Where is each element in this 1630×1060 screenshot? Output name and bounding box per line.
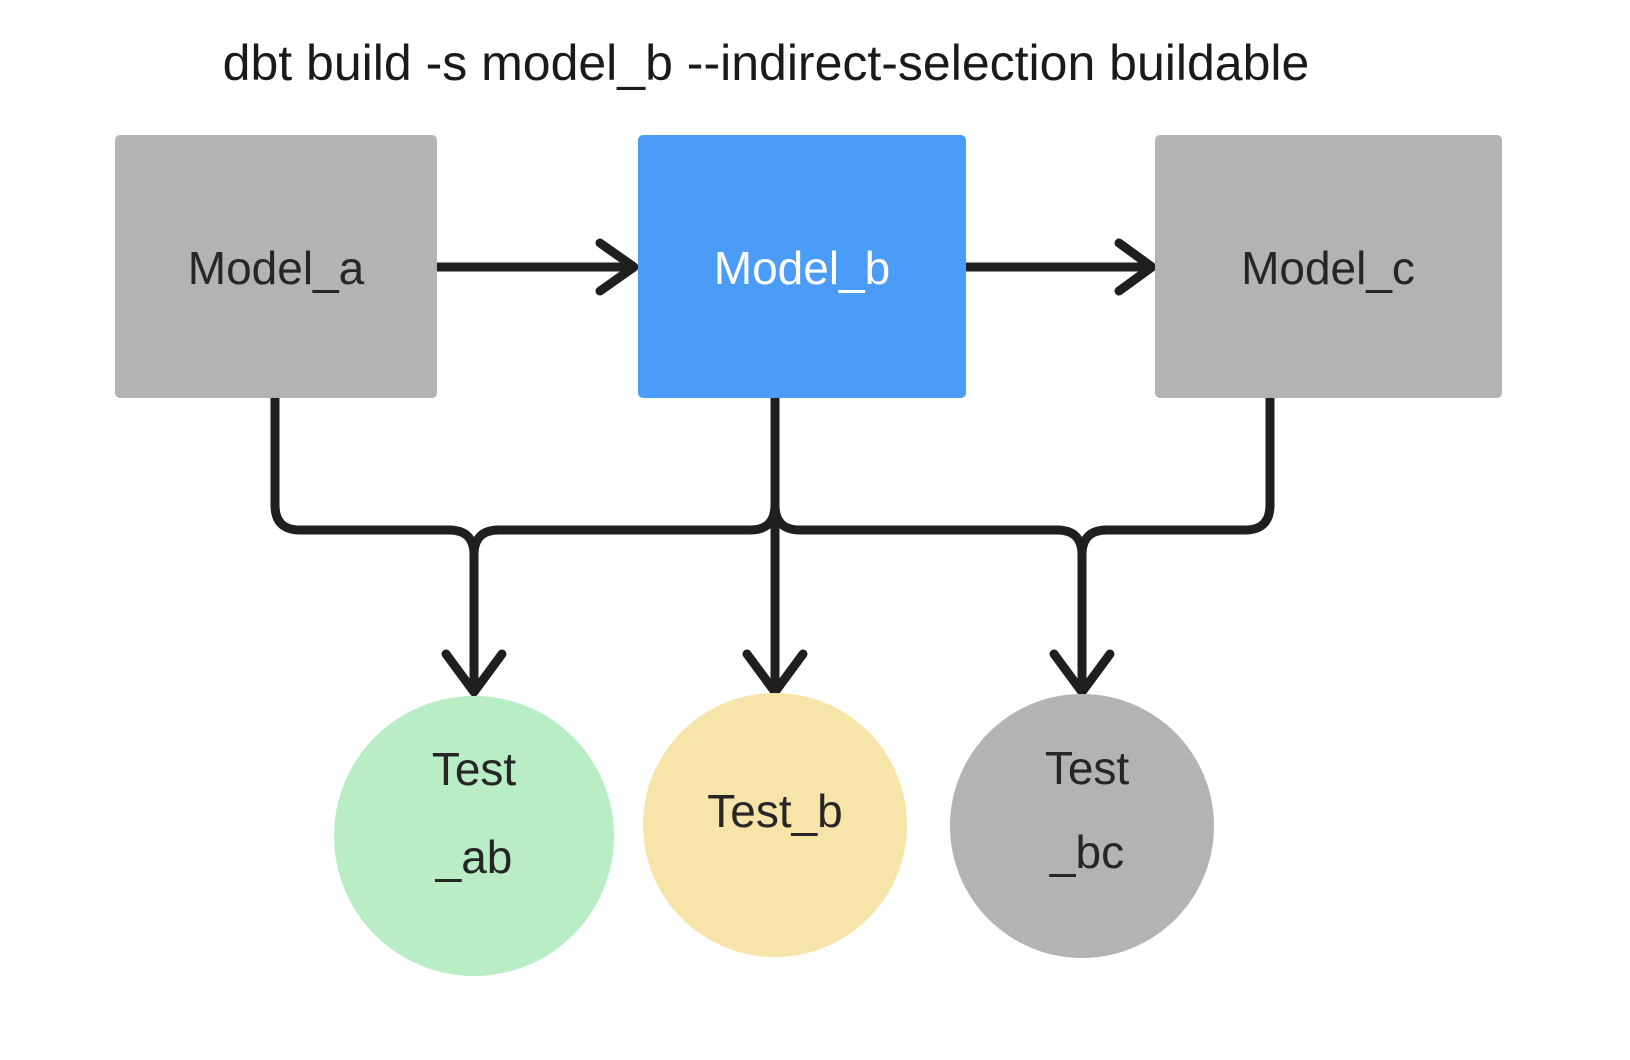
test-bc-label-line1: Test [1045, 742, 1130, 794]
edge-line [270, 393, 479, 695]
model-b-label: Model_b [714, 242, 890, 294]
test-bc-circle[interactable] [950, 694, 1214, 958]
test-b-circle[interactable] [643, 693, 907, 957]
edge-line [469, 393, 780, 560]
test-ab-circle[interactable] [334, 696, 614, 976]
edge-model-b-to-test-bc [770, 393, 1115, 697]
edge-line [770, 393, 1087, 695]
arrow-head-icon [595, 238, 639, 296]
model-a-label: Model_a [188, 242, 365, 294]
page-title: dbt build -s model_b --indirect-selectio… [223, 35, 1310, 91]
edge-layer [270, 238, 1275, 697]
test-ab-label-line2: _ab [435, 831, 513, 883]
model-b-rect[interactable] [638, 135, 966, 398]
model-a-rect[interactable] [115, 135, 437, 398]
arrow-head-icon [1114, 238, 1157, 296]
edge-line [1077, 393, 1275, 560]
model-node-model-b[interactable]: Model_b [638, 135, 966, 398]
test-node-test-b[interactable]: Test_b [643, 693, 907, 957]
edge-model-b-to-model-c [961, 238, 1157, 296]
model-node-model-a[interactable]: Model_a [115, 135, 437, 398]
test-ab-label-line1: Test [432, 743, 517, 795]
model-c-rect[interactable] [1155, 135, 1502, 398]
model-node-model-c[interactable]: Model_c [1155, 135, 1502, 398]
edge-model-a-to-test-ab [270, 393, 507, 697]
model-c-label: Model_c [1241, 242, 1415, 294]
arrow-head-icon [441, 649, 507, 697]
test-node-test-ab[interactable]: Test _ab [334, 696, 614, 976]
test-node-test-bc[interactable]: Test _bc [950, 694, 1214, 958]
edge-model-a-to-model-b [432, 238, 639, 296]
arrow-head-icon [1049, 649, 1115, 697]
arrow-head-icon [742, 649, 808, 697]
test-b-label-line1: Test_b [707, 785, 843, 837]
edge-model-b-to-test-ab [469, 393, 780, 560]
edge-model-c-to-test-bc [1077, 393, 1275, 560]
test-bc-label-line2: _bc [1049, 826, 1124, 878]
